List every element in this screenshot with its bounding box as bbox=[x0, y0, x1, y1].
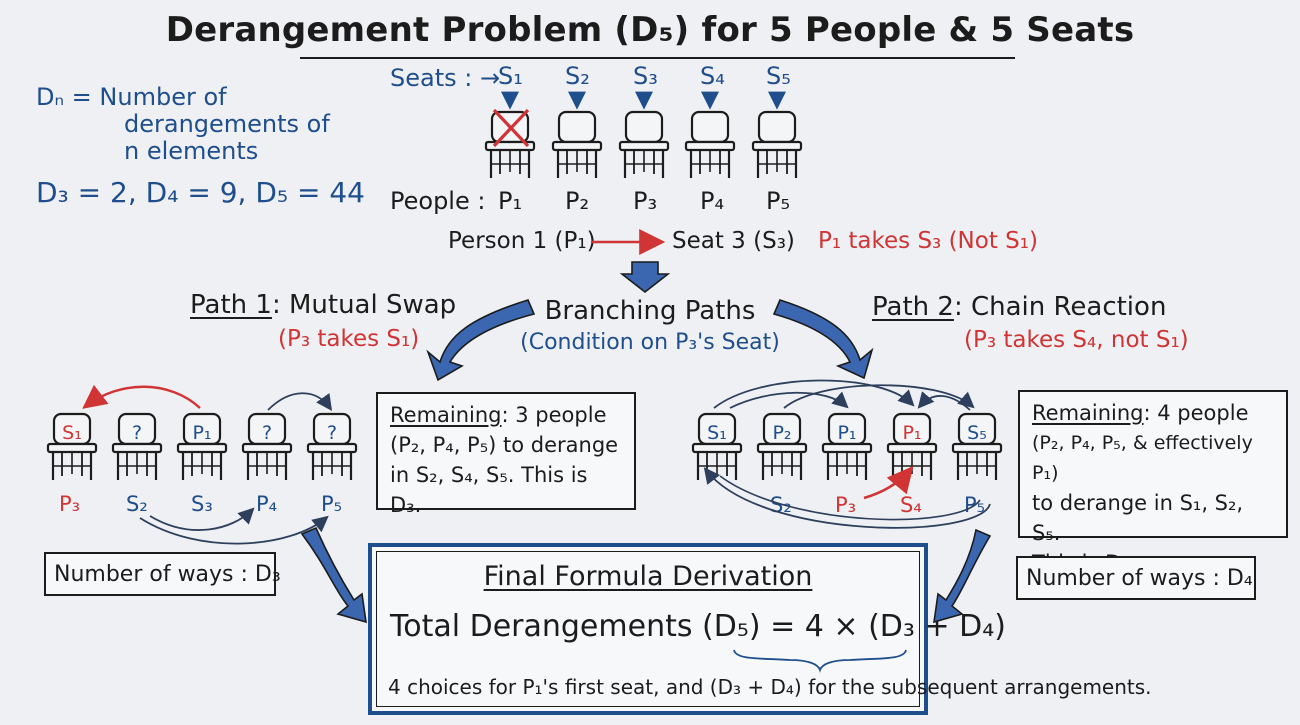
path1-top-arrow bbox=[267, 392, 333, 411]
path1-chairs: S₁ ? P₁ ? ? bbox=[46, 412, 358, 482]
assignment-from-text: Person 1 (P₁) bbox=[448, 228, 596, 254]
person-label-1: P₁ bbox=[498, 187, 523, 215]
assignment-to: Seat 3 (S₃) bbox=[672, 228, 795, 254]
path1-swap-arrow bbox=[82, 384, 201, 409]
forbidden-x-icon bbox=[492, 108, 530, 148]
path1-remaining-box: Remaining: 3 people (P₂, P₄, P₅) to dera… bbox=[376, 392, 636, 517]
person-label-5: P₅ bbox=[766, 187, 791, 215]
path1-title: Path 1: Mutual Swap bbox=[190, 290, 456, 320]
path1-chair-text-5: ? bbox=[327, 422, 337, 444]
path2-remaining-l3: to derange in S₁, S₂, S₅. bbox=[1032, 491, 1244, 545]
definition-line-2: derangements of bbox=[124, 110, 330, 138]
path1-title-underlined: Path 1 bbox=[190, 290, 272, 320]
path1-chair-text-3: P₁ bbox=[192, 422, 211, 444]
path1-subtitle: (P₃ takes S₁) bbox=[278, 326, 420, 352]
path2-subtitle: (P₃ takes S₄, not S₁) bbox=[964, 327, 1189, 353]
top-chair-3 bbox=[618, 110, 670, 180]
page-title: Derangement Problem (D₅) for 5 People & … bbox=[165, 10, 1135, 50]
path1-remaining-l1: Remaining: 3 people bbox=[390, 400, 622, 430]
path2-chair-text-2: P₂ bbox=[772, 422, 791, 444]
branch-title: Branching Paths bbox=[544, 296, 756, 326]
final-formula-inner bbox=[376, 551, 920, 707]
final-title: Final Formula Derivation bbox=[372, 561, 924, 592]
assignment-note: P₁ takes S₃ (Not S₁) bbox=[818, 228, 1038, 254]
person-label-4: P₄ bbox=[700, 187, 725, 215]
path2-below-2: P₃ bbox=[835, 493, 857, 517]
seat-label-4: S₄ bbox=[700, 62, 725, 90]
path1-chair-text-1: S₁ bbox=[62, 422, 82, 444]
path2-top-arrow-4 bbox=[917, 391, 971, 411]
path1-down-arrow bbox=[300, 526, 367, 624]
final-note: 4 choices for P₁'s first seat, and (D₃ +… bbox=[388, 675, 1152, 699]
path2-ways-box: Number of ways : D₄ bbox=[1016, 556, 1256, 600]
final-formula: Total Derangements (D₅) = 4 × (D₃ + D₄) bbox=[390, 609, 1006, 644]
top-chair-4 bbox=[684, 110, 736, 180]
path2-remaining-head: Remaining bbox=[1032, 401, 1144, 425]
path1-below-1: P₃ bbox=[59, 492, 81, 516]
definition-values: D₃ = 2, D₄ = 9, D₅ = 44 bbox=[36, 176, 365, 209]
path1-remaining-l3: in S₂, S₄, S₅. This is D₃. bbox=[390, 463, 588, 517]
branch-right-arrow bbox=[772, 299, 874, 380]
final-title-text: Final Formula Derivation bbox=[483, 561, 813, 592]
path1-ways-box: Number of ways : D₃ bbox=[44, 552, 281, 596]
path2-chairs: S₁ P₂ P₁ P₁ S₅ bbox=[691, 412, 1003, 482]
person-label-3: P₃ bbox=[633, 187, 658, 215]
seat-label-5: S₅ bbox=[766, 62, 791, 90]
path2-chair-text-1: S₁ bbox=[707, 422, 727, 444]
branch-subtitle: (Condition on P₃'s Seat) bbox=[520, 330, 780, 355]
path1-chair-text-2: ? bbox=[132, 422, 142, 444]
path2-top-arrow-3 bbox=[783, 384, 975, 409]
path2-remaining-l1: Remaining: 4 people bbox=[1032, 398, 1274, 428]
definition-block: Dₙ = Number of derangements of n element… bbox=[36, 84, 330, 165]
path1-below-5: P₅ bbox=[321, 492, 343, 516]
final-formula-box: Final Formula Derivation Total Derangeme… bbox=[368, 543, 1152, 715]
seat-label-2: S₂ bbox=[565, 62, 590, 90]
title-underline bbox=[300, 57, 1015, 59]
formula-brace bbox=[733, 649, 907, 673]
path2-top-arrow-1 bbox=[713, 379, 915, 409]
path2-title-underlined: Path 2 bbox=[872, 292, 954, 322]
final-formula-right: 4 × (D₃ + D₄) bbox=[804, 609, 1006, 644]
top-chair-2 bbox=[551, 110, 603, 180]
final-formula-left: Total Derangements (D₅) = bbox=[390, 609, 796, 644]
path2-below-3: S₄ bbox=[900, 493, 922, 517]
assignment-from: Person 1 (P₁) bbox=[448, 228, 596, 254]
branch-left-arrow bbox=[426, 299, 536, 382]
definition-line-3: n elements bbox=[124, 137, 259, 165]
seat-label-3: S₃ bbox=[633, 62, 658, 90]
path1-remaining-head: Remaining bbox=[390, 403, 502, 427]
person-label-2: P₂ bbox=[565, 187, 590, 215]
path1-remaining-l2: (P₂, P₄, P₅) to derange bbox=[390, 433, 619, 457]
path2-chair-text-5: S₅ bbox=[967, 422, 987, 444]
path1-below-3: S₃ bbox=[191, 492, 213, 516]
people-label: People : bbox=[390, 187, 486, 215]
path2-title: Path 2: Chain Reaction bbox=[872, 292, 1166, 322]
top-chair-5 bbox=[751, 110, 803, 180]
path1-title-rest: : Mutual Swap bbox=[271, 290, 457, 320]
definition-line-1: Dₙ = Number of bbox=[36, 83, 227, 111]
path1-below-4: P₄ bbox=[256, 492, 278, 516]
path2-red-arrow bbox=[863, 466, 914, 500]
path1-bottom-arrow-2 bbox=[139, 515, 329, 545]
path2-top-arrow-2 bbox=[729, 391, 849, 409]
path2-bottom-arrow-1 bbox=[703, 467, 991, 529]
seat-down-arrows bbox=[501, 91, 786, 110]
path1-below-2: S₂ bbox=[126, 492, 148, 516]
path1-remaining-text: Remaining: 3 people (P₂, P₄, P₅) to dera… bbox=[378, 394, 634, 526]
seats-label: Seats : → bbox=[390, 64, 501, 92]
center-down-arrow bbox=[619, 261, 671, 294]
path2-chair-text-3: P₁ bbox=[837, 422, 856, 444]
path2-down-arrow bbox=[933, 528, 992, 624]
path1-chair-text-4: ? bbox=[262, 422, 272, 444]
seat-label-1: S₁ bbox=[498, 62, 523, 90]
path2-chair-text-4: P₁ bbox=[902, 422, 921, 444]
path2-remaining-l2: (P₂, P₄, P₅, & effectively P₁) bbox=[1032, 432, 1253, 484]
path2-bottom-arrow-2 bbox=[719, 475, 981, 521]
path2-remaining-rest: : 4 people bbox=[1143, 401, 1249, 425]
path1-bottom-arrow-1 bbox=[149, 507, 255, 531]
path2-title-rest: : Chain Reaction bbox=[953, 292, 1167, 322]
top-chairs bbox=[484, 108, 803, 180]
path1-remaining-rest: : 3 people bbox=[501, 403, 607, 427]
